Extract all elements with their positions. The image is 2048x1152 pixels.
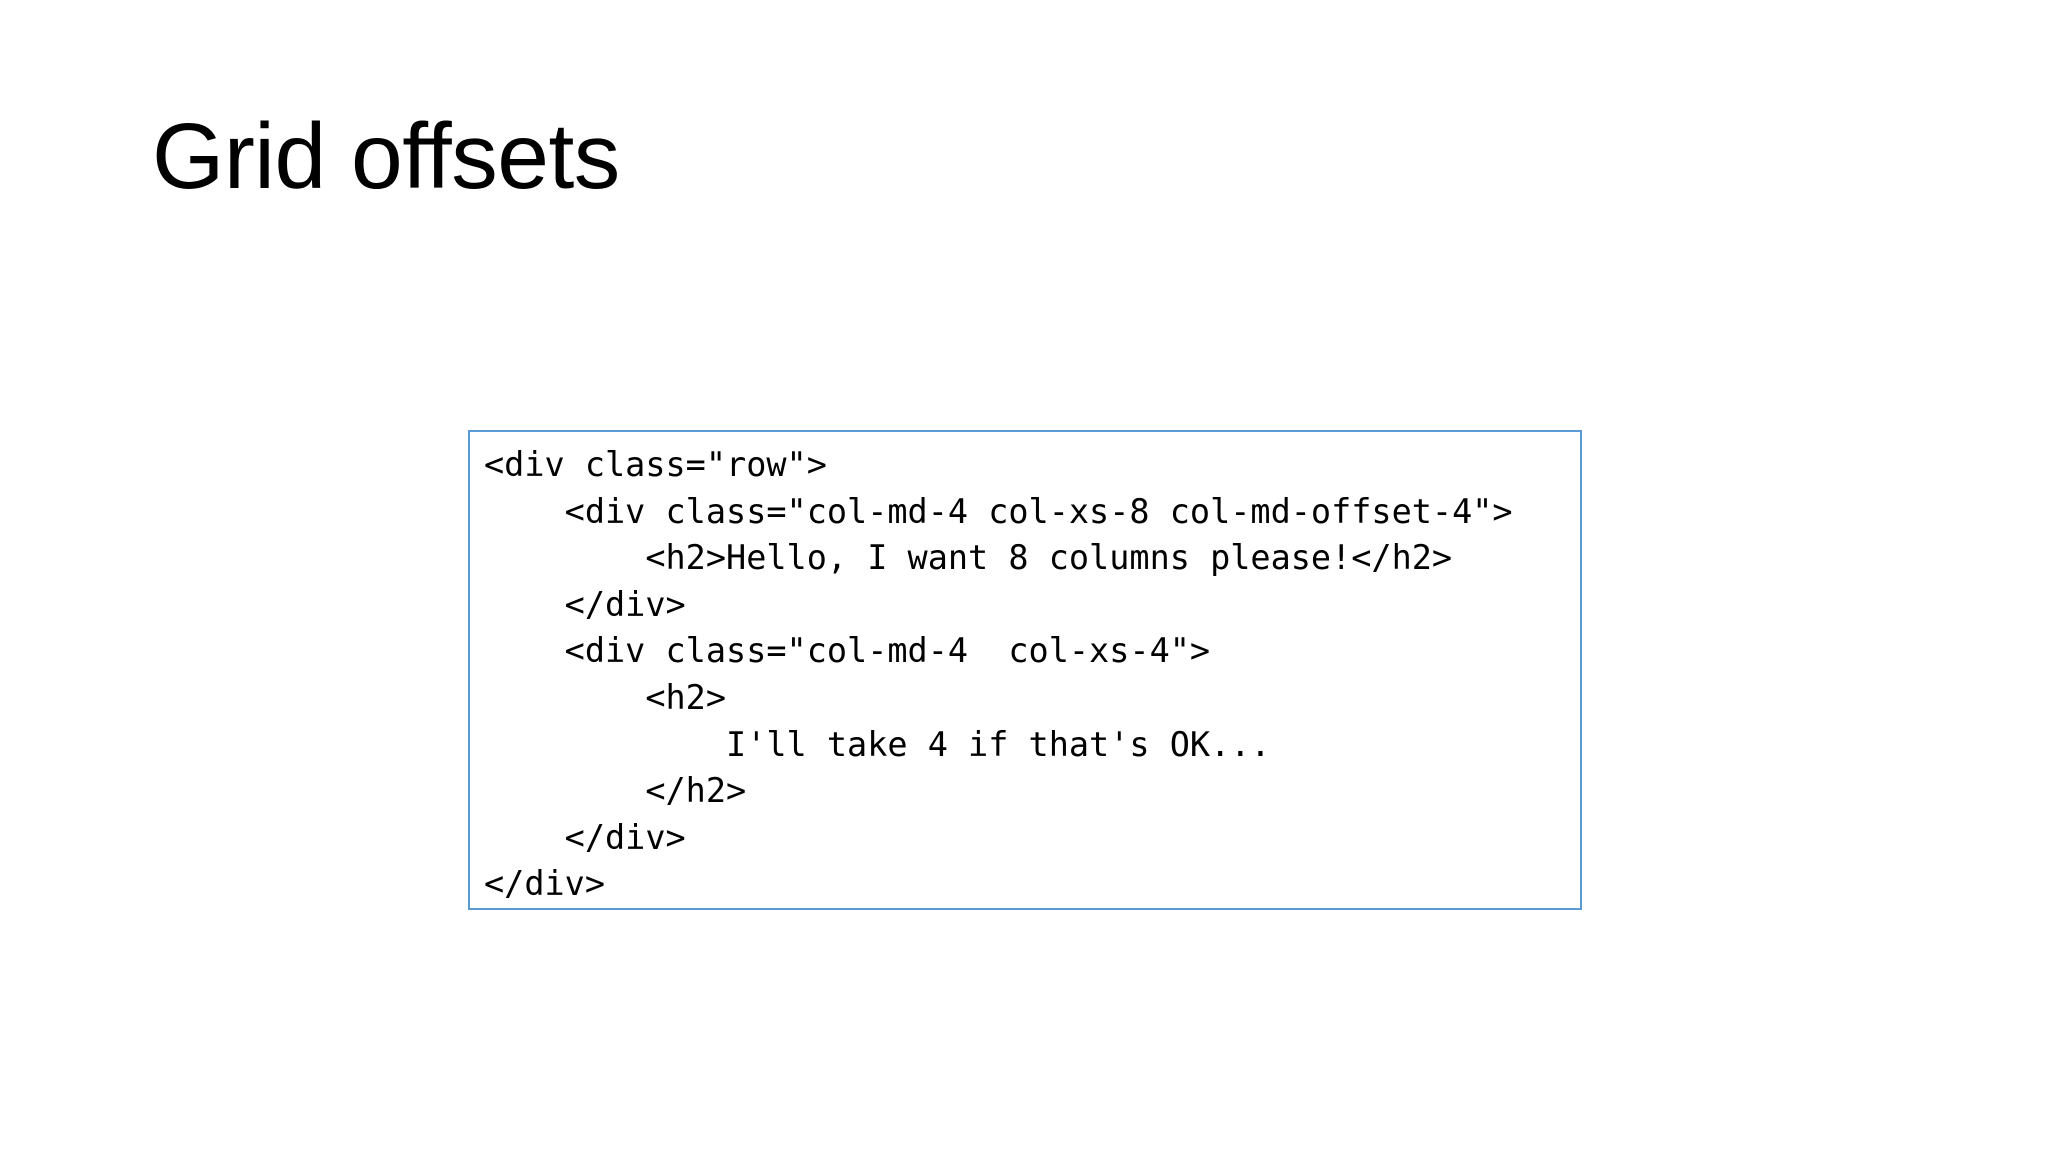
code-line: <h2>Hello, I want 8 columns please!</h2> xyxy=(484,538,1453,578)
code-line: <div class="row"> xyxy=(484,445,827,484)
page-title: Grid offsets xyxy=(152,104,620,208)
code-listing: <div class="row"> <div class="col-md-4 c… xyxy=(484,442,1576,908)
code-line: </h2> xyxy=(484,771,747,811)
code-line: <div class="col-md-4 col-xs-8 col-md-off… xyxy=(484,491,1513,531)
code-line: </div> xyxy=(484,817,686,857)
code-block: <div class="row"> <div class="col-md-4 c… xyxy=(468,430,1582,910)
code-line: I'll take 4 if that's OK... xyxy=(484,724,1271,764)
code-line: <div class="col-md-4 col-xs-4"> xyxy=(484,631,1211,671)
code-line: <h2> xyxy=(484,677,727,717)
code-line: </div> xyxy=(484,864,606,904)
code-line: </div> xyxy=(484,584,686,624)
